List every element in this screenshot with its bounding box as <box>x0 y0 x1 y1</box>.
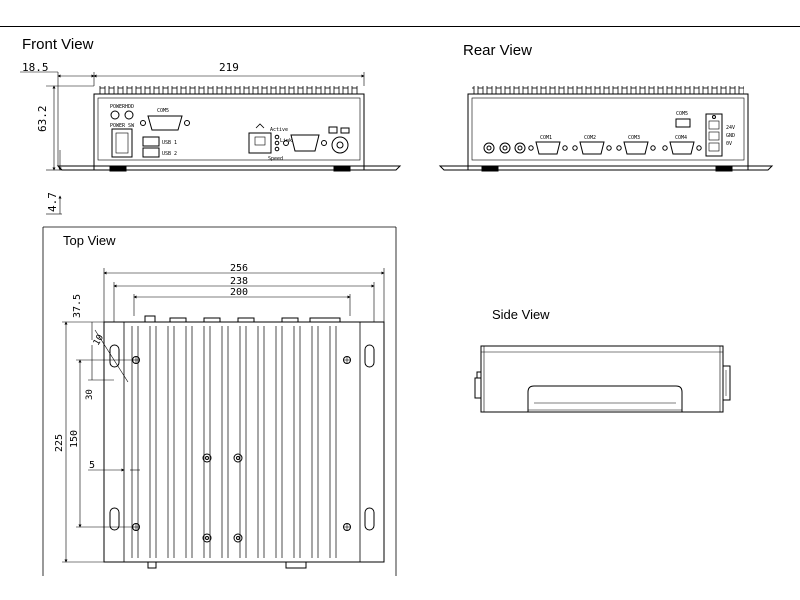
header-rule <box>0 26 800 27</box>
rear-com4-label: COM4 <box>675 135 687 141</box>
hdd-led-label: HDD <box>125 104 134 110</box>
top-view-title: Top View <box>63 233 116 248</box>
top-slot-dim: 30 <box>85 389 95 400</box>
front-com5-label: COM5 <box>157 108 169 114</box>
front-view-title: Front View <box>22 36 94 53</box>
front-height-dim: 63.2 <box>36 106 49 133</box>
top-edge-dim: 5 <box>89 460 95 471</box>
top-mid-dim: 238 <box>230 276 248 287</box>
rear-24v-label: 24V <box>726 125 735 131</box>
top-inner-dim: 200 <box>230 287 248 298</box>
lan-active-label: Active <box>270 127 288 133</box>
front-foot-dim: 4.7 <box>46 192 59 212</box>
front-offset-dim: 18.5 <box>22 61 49 74</box>
top-outer-dim: 256 <box>230 263 248 274</box>
front-view-drawing <box>20 71 402 215</box>
rear-0v-label: 0V <box>726 141 732 147</box>
top-angle-dim: 10 <box>92 333 106 347</box>
lan-link-label: Link <box>280 138 292 144</box>
top-depth-inner-dim: 150 <box>69 430 80 448</box>
side-view-drawing <box>474 345 731 413</box>
rear-gnd-label: GND <box>726 133 735 139</box>
rear-com3-label: COM3 <box>628 135 640 141</box>
top-view-drawing <box>42 226 397 576</box>
lan-speed-label: Speed <box>268 156 283 162</box>
power-led-label: POWER <box>110 104 126 110</box>
rear-view-title: Rear View <box>463 42 532 59</box>
usb2-label: USB 2 <box>162 151 177 157</box>
side-view-title: Side View <box>492 307 550 322</box>
power-switch-label: POWER SW <box>110 123 135 129</box>
rear-com1-label: COM1 <box>540 135 552 141</box>
usb1-label: USB 1 <box>162 140 177 146</box>
rear-com5-label: COM5 <box>676 111 688 117</box>
front-width-dim: 219 <box>219 61 239 74</box>
rear-view-drawing <box>438 86 774 172</box>
rear-com2-label: COM2 <box>584 135 596 141</box>
top-depth-dim: 225 <box>54 434 65 452</box>
top-margin-dim: 37.5 <box>72 294 83 318</box>
